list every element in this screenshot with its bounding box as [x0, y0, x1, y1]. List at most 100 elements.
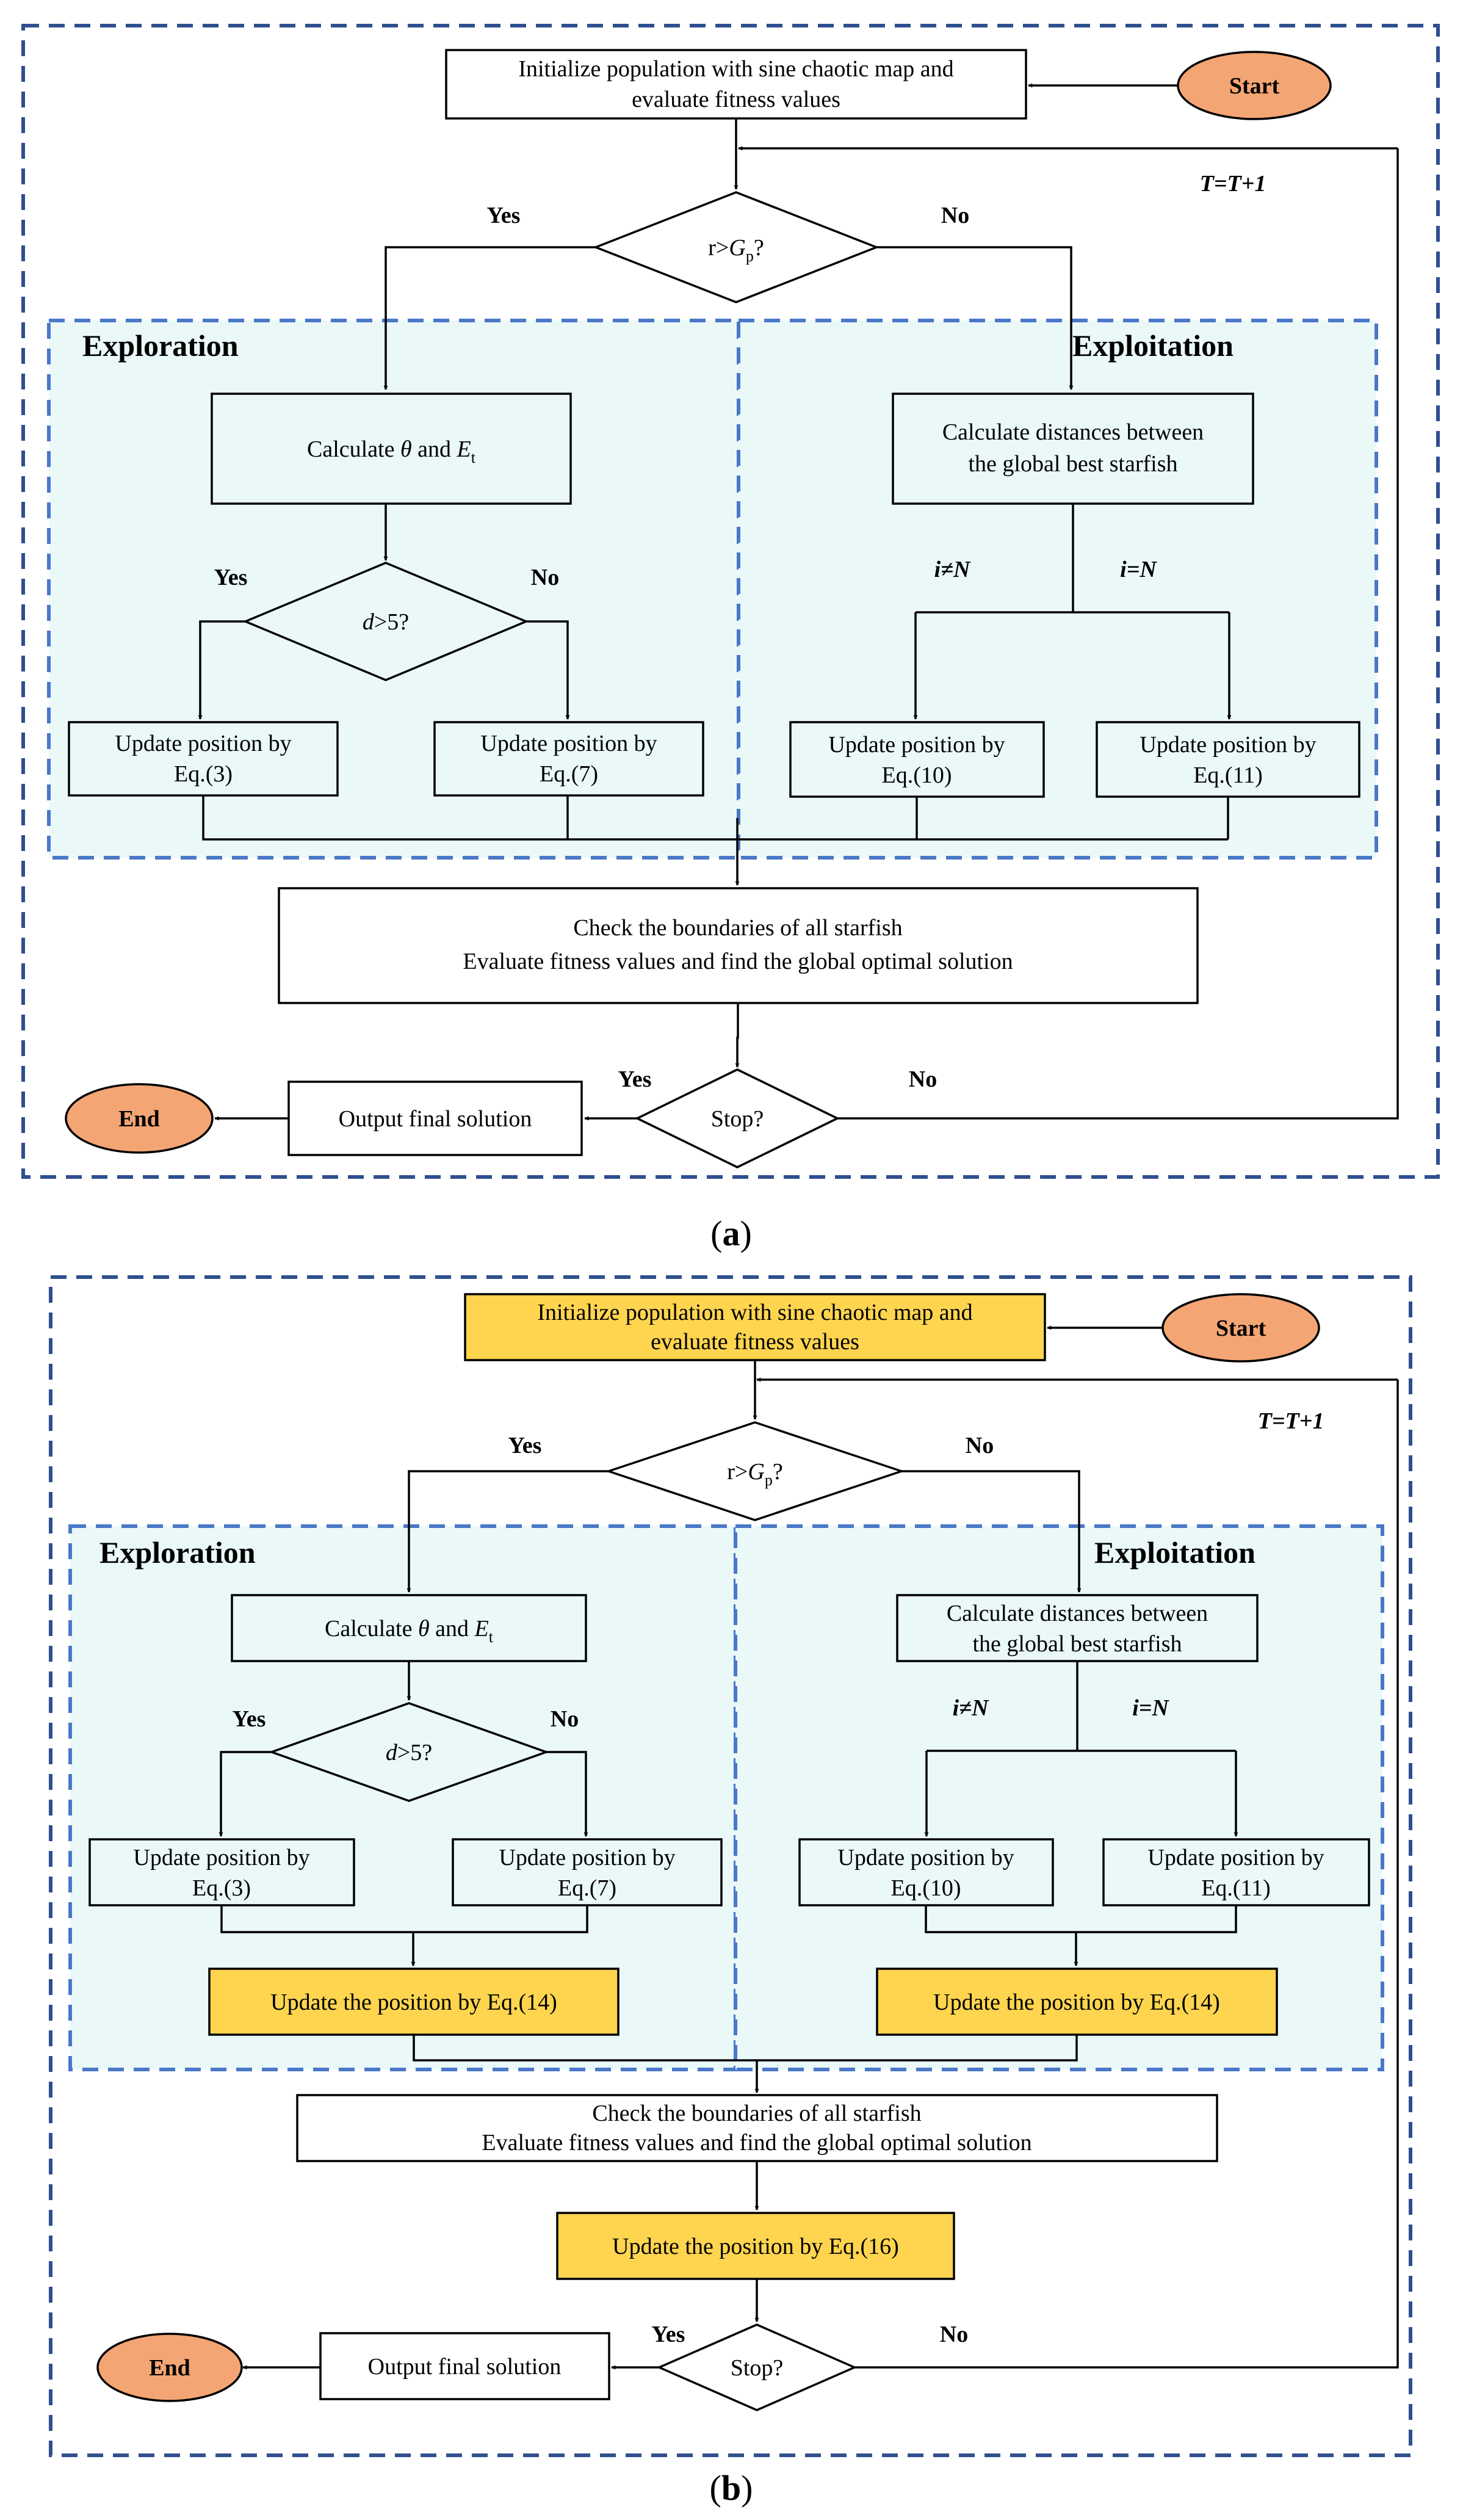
- panel-b: Initialize population with sine chaotic …: [49, 1275, 1412, 2457]
- update-eq14-box-right-b: [876, 1968, 1278, 2036]
- no-label-d5-b: No: [551, 1706, 579, 1732]
- calc-dist-line2-b: the global best starfish: [973, 1631, 1182, 1657]
- decision-r-gp-text-a: r>Gp?: [708, 235, 764, 265]
- no-label-stop-a: No: [909, 1066, 937, 1092]
- update-eq16-box-b: [556, 2212, 955, 2280]
- update-eq14-text-left-b: Update the position by Eq.(14): [270, 1990, 557, 2015]
- output-text-a: Output final solution: [339, 1106, 532, 1132]
- end-label-b: End: [149, 2355, 190, 2381]
- calc-dist-box-a: [892, 393, 1254, 505]
- update-eq11-line1-a: Update position by: [1140, 732, 1316, 758]
- init-text-line1-b: Initialize population with sine chaotic …: [537, 1300, 972, 1325]
- update-eq11-box-b: [1102, 1838, 1370, 1906]
- calc-theta-text-a: Calculate θ and Et: [307, 436, 476, 466]
- check-box-b: [296, 2094, 1218, 2162]
- panel-b-border: [49, 1275, 1412, 2457]
- exploitation-title-a: Exploitation: [1072, 328, 1234, 363]
- init-text-line2-a: evaluate fitness values: [632, 87, 840, 112]
- yes-label-d5-a: Yes: [214, 565, 248, 590]
- update-eq10-box-b: [798, 1838, 1054, 1906]
- no-label-main-b: No: [966, 1433, 994, 1458]
- init-box-b: [464, 1293, 1046, 1361]
- update-eq3-line1-b: Update position by: [133, 1845, 309, 1870]
- init-box-a: [445, 49, 1027, 120]
- stop-text-a: Stop?: [711, 1106, 764, 1132]
- update-eq3-line2-a: Eq.(3): [174, 761, 233, 787]
- no-label-stop-b: No: [940, 2322, 968, 2347]
- i-eq-n-label-b: i=N: [1132, 1695, 1169, 1721]
- update-eq14-box-left-b: [208, 1968, 620, 2036]
- output-box-b: [319, 2332, 610, 2400]
- yes-label-d5-b: Yes: [233, 1706, 266, 1732]
- iteration-label-a: T=T+1: [1200, 171, 1266, 197]
- calc-dist-line2-a: the global best starfish: [969, 451, 1178, 477]
- calc-dist-line1-b: Calculate distances between: [947, 1601, 1208, 1626]
- decision-d5-b: [268, 1702, 550, 1802]
- update-eq7-box-b: [452, 1838, 723, 1906]
- update-eq7-line1-a: Update position by: [480, 731, 657, 756]
- stop-decision-b: [656, 2323, 858, 2411]
- check-box-a: [278, 887, 1199, 1004]
- update-eq11-box-a: [1096, 721, 1360, 798]
- yes-label-stop-b: Yes: [652, 2322, 685, 2347]
- exploitation-title-b: Exploitation: [1094, 1535, 1255, 1570]
- update-eq7-line2-a: Eq.(7): [540, 761, 598, 787]
- decision-r-gp-a: [593, 191, 880, 303]
- caption-b: (b): [710, 2468, 753, 2508]
- decision-d5-text-a: d>5?: [363, 609, 409, 635]
- no-label-main-a: No: [941, 203, 969, 228]
- iteration-label-b: T=T+1: [1258, 1408, 1324, 1434]
- update-eq3-box-a: [68, 721, 339, 797]
- stop-decision-a: [635, 1068, 840, 1168]
- check-line1-a: Check the boundaries of all starfish: [573, 915, 902, 941]
- i-eq-n-label-a: i=N: [1120, 557, 1157, 582]
- yes-label-stop-a: Yes: [618, 1066, 652, 1092]
- end-oval-b: [96, 2333, 243, 2402]
- i-neq-n-label-b: i≠N: [953, 1695, 989, 1721]
- update-eq10-box-a: [789, 721, 1045, 798]
- update-eq3-box-b: [89, 1838, 355, 1906]
- decision-d5-a: [242, 562, 529, 681]
- exploration-title-b: Exploration: [99, 1535, 256, 1570]
- update-eq11-line2-a: Eq.(11): [1193, 762, 1263, 788]
- update-eq11-line1-b: Update position by: [1147, 1845, 1324, 1870]
- update-eq3-line2-b: Eq.(3): [192, 1875, 251, 1901]
- init-text-line2-b: evaluate fitness values: [651, 1329, 859, 1355]
- output-text-b: Output final solution: [368, 2354, 562, 2380]
- update-eq14-text-right-b: Update the position by Eq.(14): [933, 1990, 1220, 2015]
- start-label-b: Start: [1216, 1316, 1266, 1341]
- panel-a-border: [21, 24, 1440, 1179]
- check-line1-b: Check the boundaries of all starfish: [592, 2101, 921, 2126]
- calc-dist-line1-a: Calculate distances between: [942, 419, 1204, 445]
- calc-dist-box-b: [896, 1594, 1259, 1662]
- calc-theta-box-a: [211, 393, 572, 505]
- i-neq-n-label-a: i≠N: [934, 557, 971, 582]
- end-oval-a: [65, 1083, 214, 1154]
- no-label-d5-a: No: [531, 565, 559, 590]
- exploration-title-a: Exploration: [82, 328, 239, 363]
- update-eq10-line1-b: Update position by: [837, 1845, 1014, 1870]
- calc-theta-box-b: [231, 1594, 587, 1662]
- panel-a: Initialize population with sine chaotic …: [21, 24, 1440, 1179]
- update-eq10-line2-b: Eq.(10): [890, 1875, 961, 1901]
- update-eq16-text-b: Update the position by Eq.(16): [612, 2234, 899, 2259]
- init-text-line1-a: Initialize population with sine chaotic …: [518, 56, 953, 82]
- update-eq3-line1-a: Update position by: [115, 731, 291, 756]
- check-line2-a: Evaluate fitness values and find the glo…: [463, 949, 1013, 974]
- calc-theta-text-b: Calculate θ and Et: [325, 1616, 494, 1646]
- update-eq11-line2-b: Eq.(11): [1201, 1875, 1271, 1901]
- yes-label-main-b: Yes: [508, 1433, 542, 1458]
- update-eq10-line2-a: Eq.(10): [881, 762, 952, 788]
- update-eq7-line2-b: Eq.(7): [558, 1875, 616, 1901]
- update-eq7-line1-b: Update position by: [499, 1845, 675, 1870]
- check-line2-b: Evaluate fitness values and find the glo…: [482, 2130, 1031, 2156]
- yes-label-main-a: Yes: [487, 203, 521, 228]
- update-eq7-box-a: [433, 721, 704, 797]
- decision-r-gp-text-b: r>Gp?: [727, 1459, 782, 1489]
- stop-text-b: Stop?: [731, 2355, 784, 2381]
- decision-d5-text-b: d>5?: [386, 1740, 432, 1765]
- caption-a: (a): [710, 1214, 752, 1253]
- end-label-a: End: [118, 1106, 160, 1132]
- start-label-a: Start: [1229, 73, 1280, 99]
